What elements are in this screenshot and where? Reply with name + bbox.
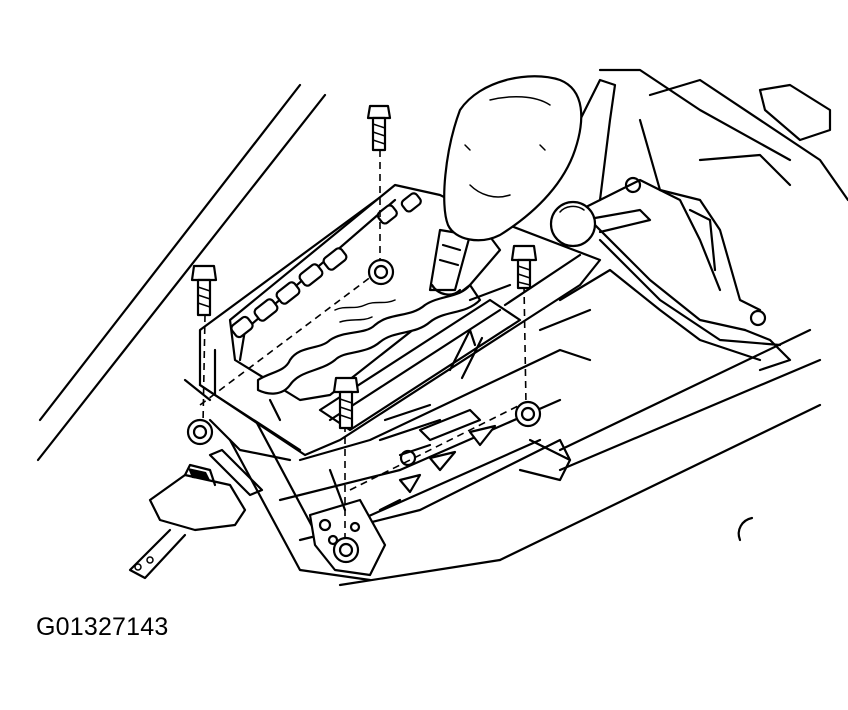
bolt-right [510, 244, 538, 290]
bolt-bottom [332, 376, 360, 430]
cable-ball-end [549, 200, 652, 248]
bolt-top [366, 104, 392, 152]
shift-knob [443, 75, 583, 242]
bolt-left [190, 264, 218, 317]
shift-cable-bracket [538, 78, 792, 372]
figure-id-label: G01327143 [36, 613, 169, 641]
shift-lever-assembly-drawing [36, 68, 848, 587]
alignment-dashed-lines [199, 150, 527, 540]
mounting-bracket [128, 448, 264, 580]
shift-gate-housing [183, 183, 602, 462]
bolt-holes [186, 258, 542, 564]
console-panel-lines [36, 68, 848, 587]
